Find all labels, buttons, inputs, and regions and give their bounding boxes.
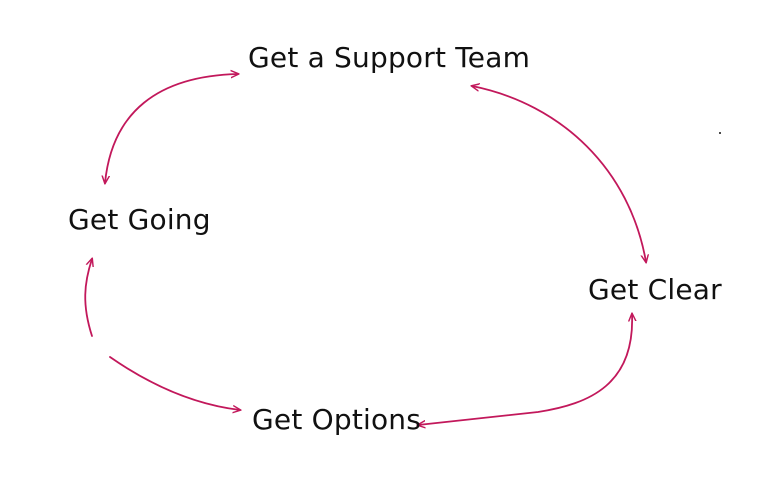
node-get-clear: Get Clear bbox=[588, 273, 722, 306]
arrow-options-lower bbox=[109, 356, 240, 410]
node-get-a-support-team: Get a Support Team bbox=[248, 41, 531, 74]
node-get-going: Get Going bbox=[68, 203, 211, 236]
arrow-clear-options bbox=[418, 314, 632, 425]
arrow-going-upper bbox=[84, 259, 92, 337]
arrow-support-clear bbox=[472, 86, 646, 262]
stray-dot bbox=[719, 132, 721, 134]
node-get-options: Get Options bbox=[252, 403, 422, 436]
arrow-going-support bbox=[105, 74, 238, 183]
